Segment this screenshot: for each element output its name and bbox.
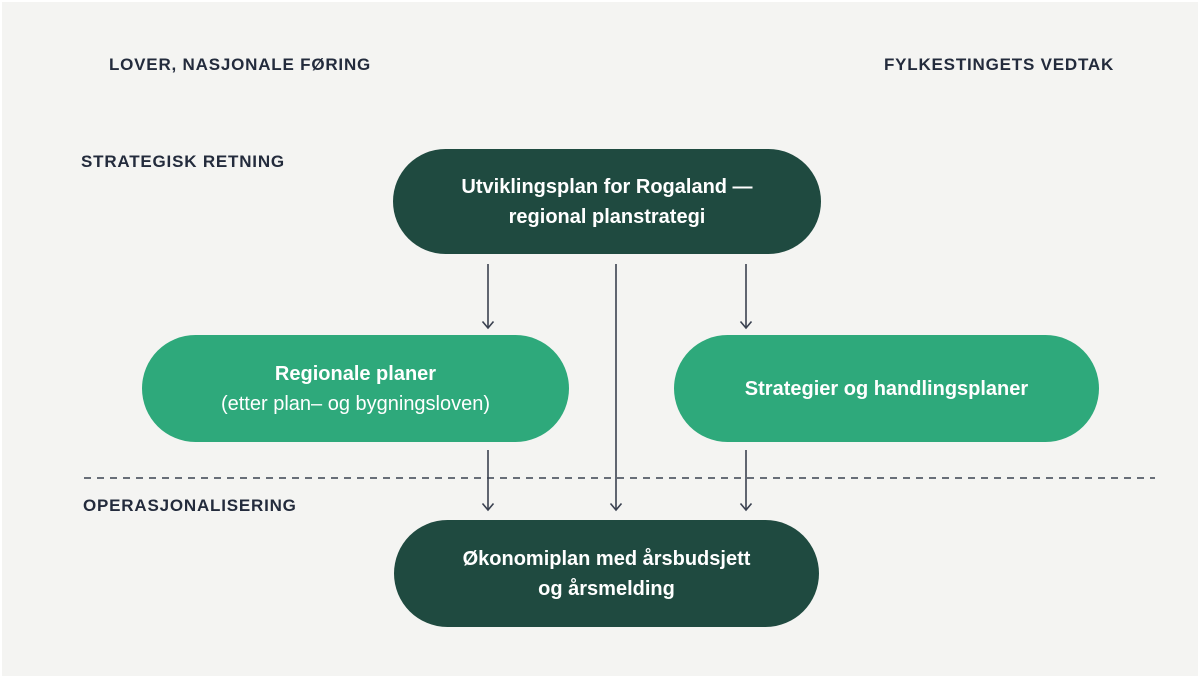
arrow-utviklingsplan-to-regionale bbox=[481, 264, 495, 330]
node-regionale-planer: Regionale planer (etter plan– og bygning… bbox=[142, 335, 569, 442]
arrow-regionale-to-okonomiplan bbox=[481, 450, 495, 512]
node-strategier: Strategier og handlingsplaner bbox=[674, 335, 1099, 442]
node-strategier-line1: Strategier og handlingsplaner bbox=[744, 377, 1029, 400]
label-lover-nasjonale-foring: LOVER, NASJONALE FØRING bbox=[108, 55, 372, 74]
node-regionale-planer-line1: Regionale planer bbox=[274, 362, 437, 385]
arrow-utviklingsplan-to-okonomiplan bbox=[609, 264, 623, 512]
label-fylkestingets-vedtak: FYLKESTINGETS VEDTAK bbox=[883, 55, 1115, 74]
label-strategisk-retning: STRATEGISK RETNING bbox=[81, 152, 285, 171]
node-utviklingsplan: Utviklingsplan for Rogaland — regional p… bbox=[393, 149, 821, 254]
arrow-strategier-to-okonomiplan bbox=[739, 450, 753, 512]
node-okonomiplan-line1: Økonomiplan med årsbudsjett bbox=[462, 547, 751, 570]
node-okonomiplan-line2: og årsmelding bbox=[538, 577, 675, 600]
arrow-utviklingsplan-to-strategier bbox=[739, 264, 753, 330]
node-okonomiplan: Økonomiplan med årsbudsjett og årsmeldin… bbox=[394, 520, 819, 627]
label-operasjonalisering: OPERASJONALISERING bbox=[83, 496, 297, 515]
node-utviklingsplan-line2: regional planstrategi bbox=[508, 205, 706, 228]
node-regionale-planer-line2: (etter plan– og bygningsloven) bbox=[220, 392, 491, 415]
node-utviklingsplan-line1: Utviklingsplan for Rogaland — bbox=[461, 175, 753, 198]
